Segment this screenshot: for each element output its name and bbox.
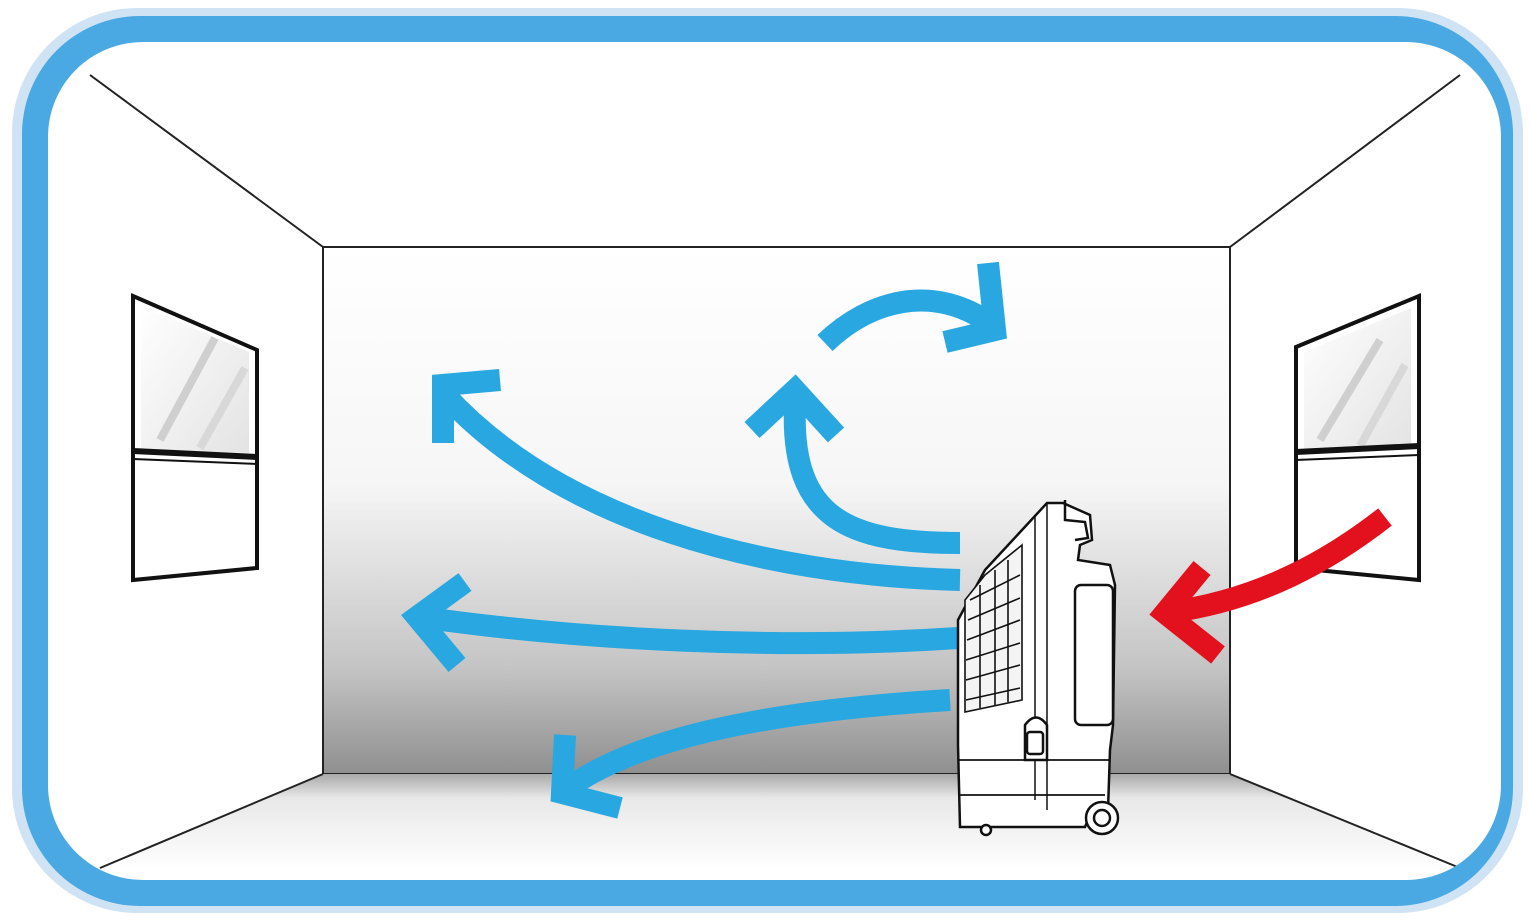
warm-air-arrow — [1168, 508, 1392, 623]
cool-air-arrow-upward — [783, 404, 961, 554]
cool-air-arrow-upward-head — [744, 374, 845, 443]
cooler-side-panel — [1073, 583, 1115, 727]
cooler-front-grille — [964, 543, 1023, 713]
cool-air-arrow-lower-left — [558, 689, 951, 799]
air-cooler-icon — [956, 500, 1120, 837]
cool-air-arrow-top-arc — [817, 289, 991, 352]
floor — [100, 774, 1460, 870]
cool-air-arrow-left-head — [401, 573, 472, 673]
cool-air-arrow-top-arc-head — [942, 261, 1007, 353]
cooler-handle — [1063, 500, 1090, 542]
room-perspective-lines — [89, 74, 1461, 869]
window-icon — [1294, 293, 1421, 583]
warm-air-arrow-head — [1149, 561, 1225, 664]
cool-air-arrow-lower-left-head — [550, 734, 623, 819]
cool-air-arrow-left — [418, 606, 959, 655]
warm-airflow — [1149, 508, 1392, 664]
cool-air-arrow-upper-left — [436, 387, 961, 591]
cool-air-arrow-upper-left-head — [432, 369, 501, 443]
cool-airflow — [401, 261, 1007, 819]
window-icon — [131, 292, 259, 583]
cooler-front-caster — [979, 823, 993, 837]
